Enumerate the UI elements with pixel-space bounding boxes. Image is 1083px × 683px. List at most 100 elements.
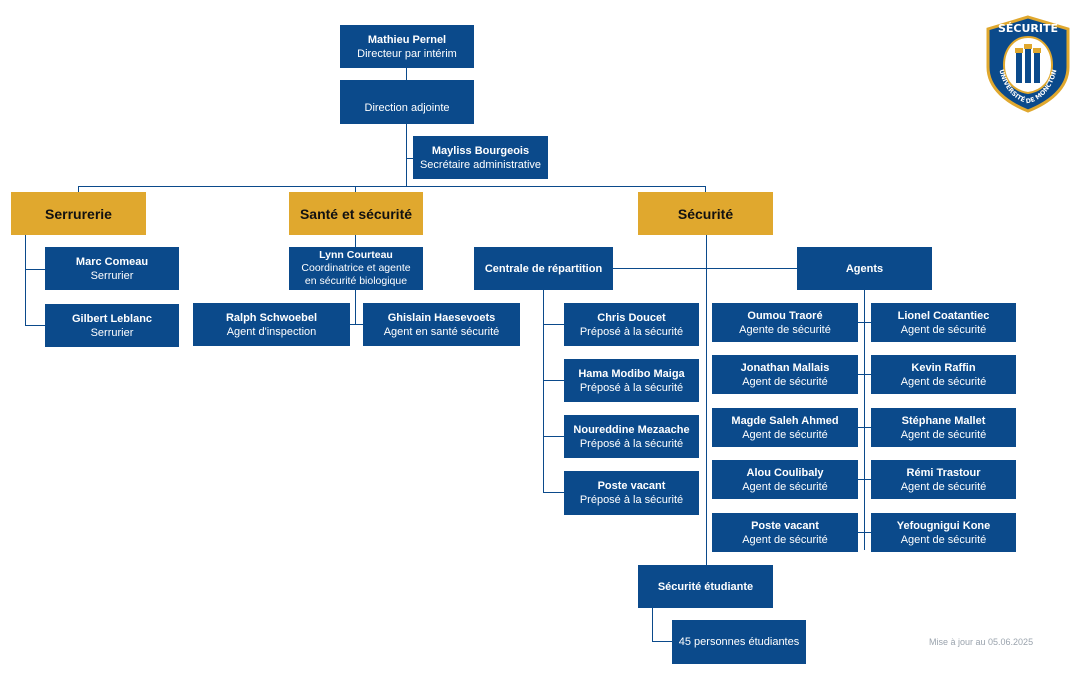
centrale-title: Centrale de répartition [484,262,603,275]
securite-etudiante-title: Sécurité étudiante [657,580,754,593]
connector [543,324,564,325]
staff-title: Préposé à la sécurité [579,325,684,338]
agent-box: Kevin Raffin Agent de sécurité [871,355,1016,394]
department-sante-securite: Santé et sécurité [289,192,423,235]
staff-name: Oumou Traoré [747,309,823,322]
staff-title: Agent de sécurité [742,533,828,546]
staff-name: Hama Modibo Maiga [578,367,685,380]
staff-title: Serrurier [90,269,134,282]
staff-title: Agent d'inspection [226,325,317,338]
logo-top-text: SÉCURITÉ [998,22,1058,35]
department-securite: Sécurité [638,192,773,235]
director-name: Mathieu Pernel [367,33,447,46]
deputy-title: Direction adjointe [364,102,450,114]
staff-title: Agent de sécurité [900,533,987,546]
staff-box: Ralph Schwoebel Agent d'inspection [193,303,350,346]
agent-box: Alou Coulibaly Agent de sécurité [712,460,858,499]
staff-title: Préposé à la sécurité [579,494,684,506]
staff-name: Poste vacant [751,519,819,532]
staff-box: Poste vacant Préposé à la sécurité [564,471,699,515]
staff-title: Agent de sécurité [742,375,828,388]
connector [543,380,564,381]
staff-name: Ghislain Haesevoets [387,311,496,324]
staff-title: Serrurier [90,326,134,339]
connector [858,374,871,375]
last-updated-text: Mise à jour au 05.06.2025 [929,637,1034,647]
secretary-title: Secrétaire administrative [419,158,542,171]
connector [858,322,871,323]
connector [858,479,871,480]
staff-box: Marc Comeau Serrurier [45,247,179,290]
staff-title: Coordinatrice et agente [301,262,411,274]
centrale-box: Centrale de répartition [474,247,613,290]
agent-box: Poste vacant Agent de sécurité [712,513,858,552]
director-title: Directeur par intérim [357,47,457,60]
staff-name: Noureddine Mezaache [573,423,690,436]
staff-name: Gilbert Leblanc [71,312,153,325]
staff-name: Chris Doucet [597,311,666,324]
connector [78,186,706,187]
staff-name: Lionel Coatantiec [897,309,990,322]
connector [355,186,356,192]
connector [350,324,363,325]
securite-etudiante-box: Sécurité étudiante [638,565,773,608]
staff-box: Chris Doucet Préposé à la sécurité [564,303,699,346]
connector [652,608,653,641]
agents-title: Agents [845,262,884,275]
connector [858,427,871,428]
staff-name: Marc Comeau [75,255,149,268]
connector [543,436,564,437]
staff-title: Agente de sécurité [739,323,831,336]
connector [706,235,707,565]
staff-title: Agent de sécurité [742,428,828,441]
staff-name: Poste vacant [597,480,666,492]
connector [355,290,356,324]
director-box: Mathieu Pernel Directeur par intérim [340,25,474,68]
connector [858,532,871,533]
staff-box: Noureddine Mezaache Préposé à la sécurit… [564,415,699,458]
staff-title: Agent de sécurité [900,375,987,388]
secretary-name: Mayliss Bourgeois [431,144,530,157]
agent-box: Lionel Coatantiec Agent de sécurité [871,303,1016,342]
agent-box: Magde Saleh Ahmed Agent de sécurité [712,408,858,447]
staff-name: Rémi Trastour [906,466,981,479]
connector [652,641,672,642]
staff-box: Ghislain Haesevoets Agent en santé sécur… [363,303,520,346]
connector [78,186,79,192]
agent-box: Rémi Trastour Agent de sécurité [871,460,1016,499]
staff-title: Préposé à la sécurité [579,381,684,394]
agent-box: Yefougnigui Kone Agent de sécurité [871,513,1016,552]
connector [406,124,407,186]
staff-name: Yefougnigui Kone [896,519,991,532]
agent-box: Jonathan Mallais Agent de sécurité [712,355,858,394]
staff-name: Stéphane Mallet [901,414,986,427]
staff-title: Préposé à la sécurité [579,437,684,450]
connector [705,186,706,192]
staff-title: en sécurité biologique [304,275,408,287]
connector [25,235,26,326]
connector [25,269,45,270]
sante-lead-box: Lynn Courteau Coordinatrice et agente en… [289,247,423,290]
agent-box: Stéphane Mallet Agent de sécurité [871,408,1016,447]
staff-box: Gilbert Leblanc Serrurier [45,304,179,347]
securite-logo: SÉCURITÉ UNIVERSITÉ DE MONCTON [986,15,1070,113]
connector [355,235,356,247]
department-serrurerie: Serrurerie [11,192,146,235]
staff-title: Agent de sécurité [900,480,987,493]
staff-name: Jonathan Mallais [740,361,830,374]
staff-title: Agent en santé sécurité [383,325,500,338]
connector [406,68,407,80]
connector [543,290,544,493]
staff-name: Kevin Raffin [911,361,976,374]
staff-name: Alou Coulibaly [746,466,824,479]
connector [543,492,564,493]
student-members-text: 45 personnes étudiantes [678,636,800,648]
staff-box: Hama Modibo Maiga Préposé à la sécurité [564,359,699,402]
connector [613,268,797,269]
agent-box: Oumou Traoré Agente de sécurité [712,303,858,342]
connector [25,325,45,326]
staff-name: Magde Saleh Ahmed [731,414,839,427]
staff-name: Ralph Schwoebel [225,311,318,324]
agents-box: Agents [797,247,932,290]
staff-title: Agent de sécurité [900,428,987,441]
